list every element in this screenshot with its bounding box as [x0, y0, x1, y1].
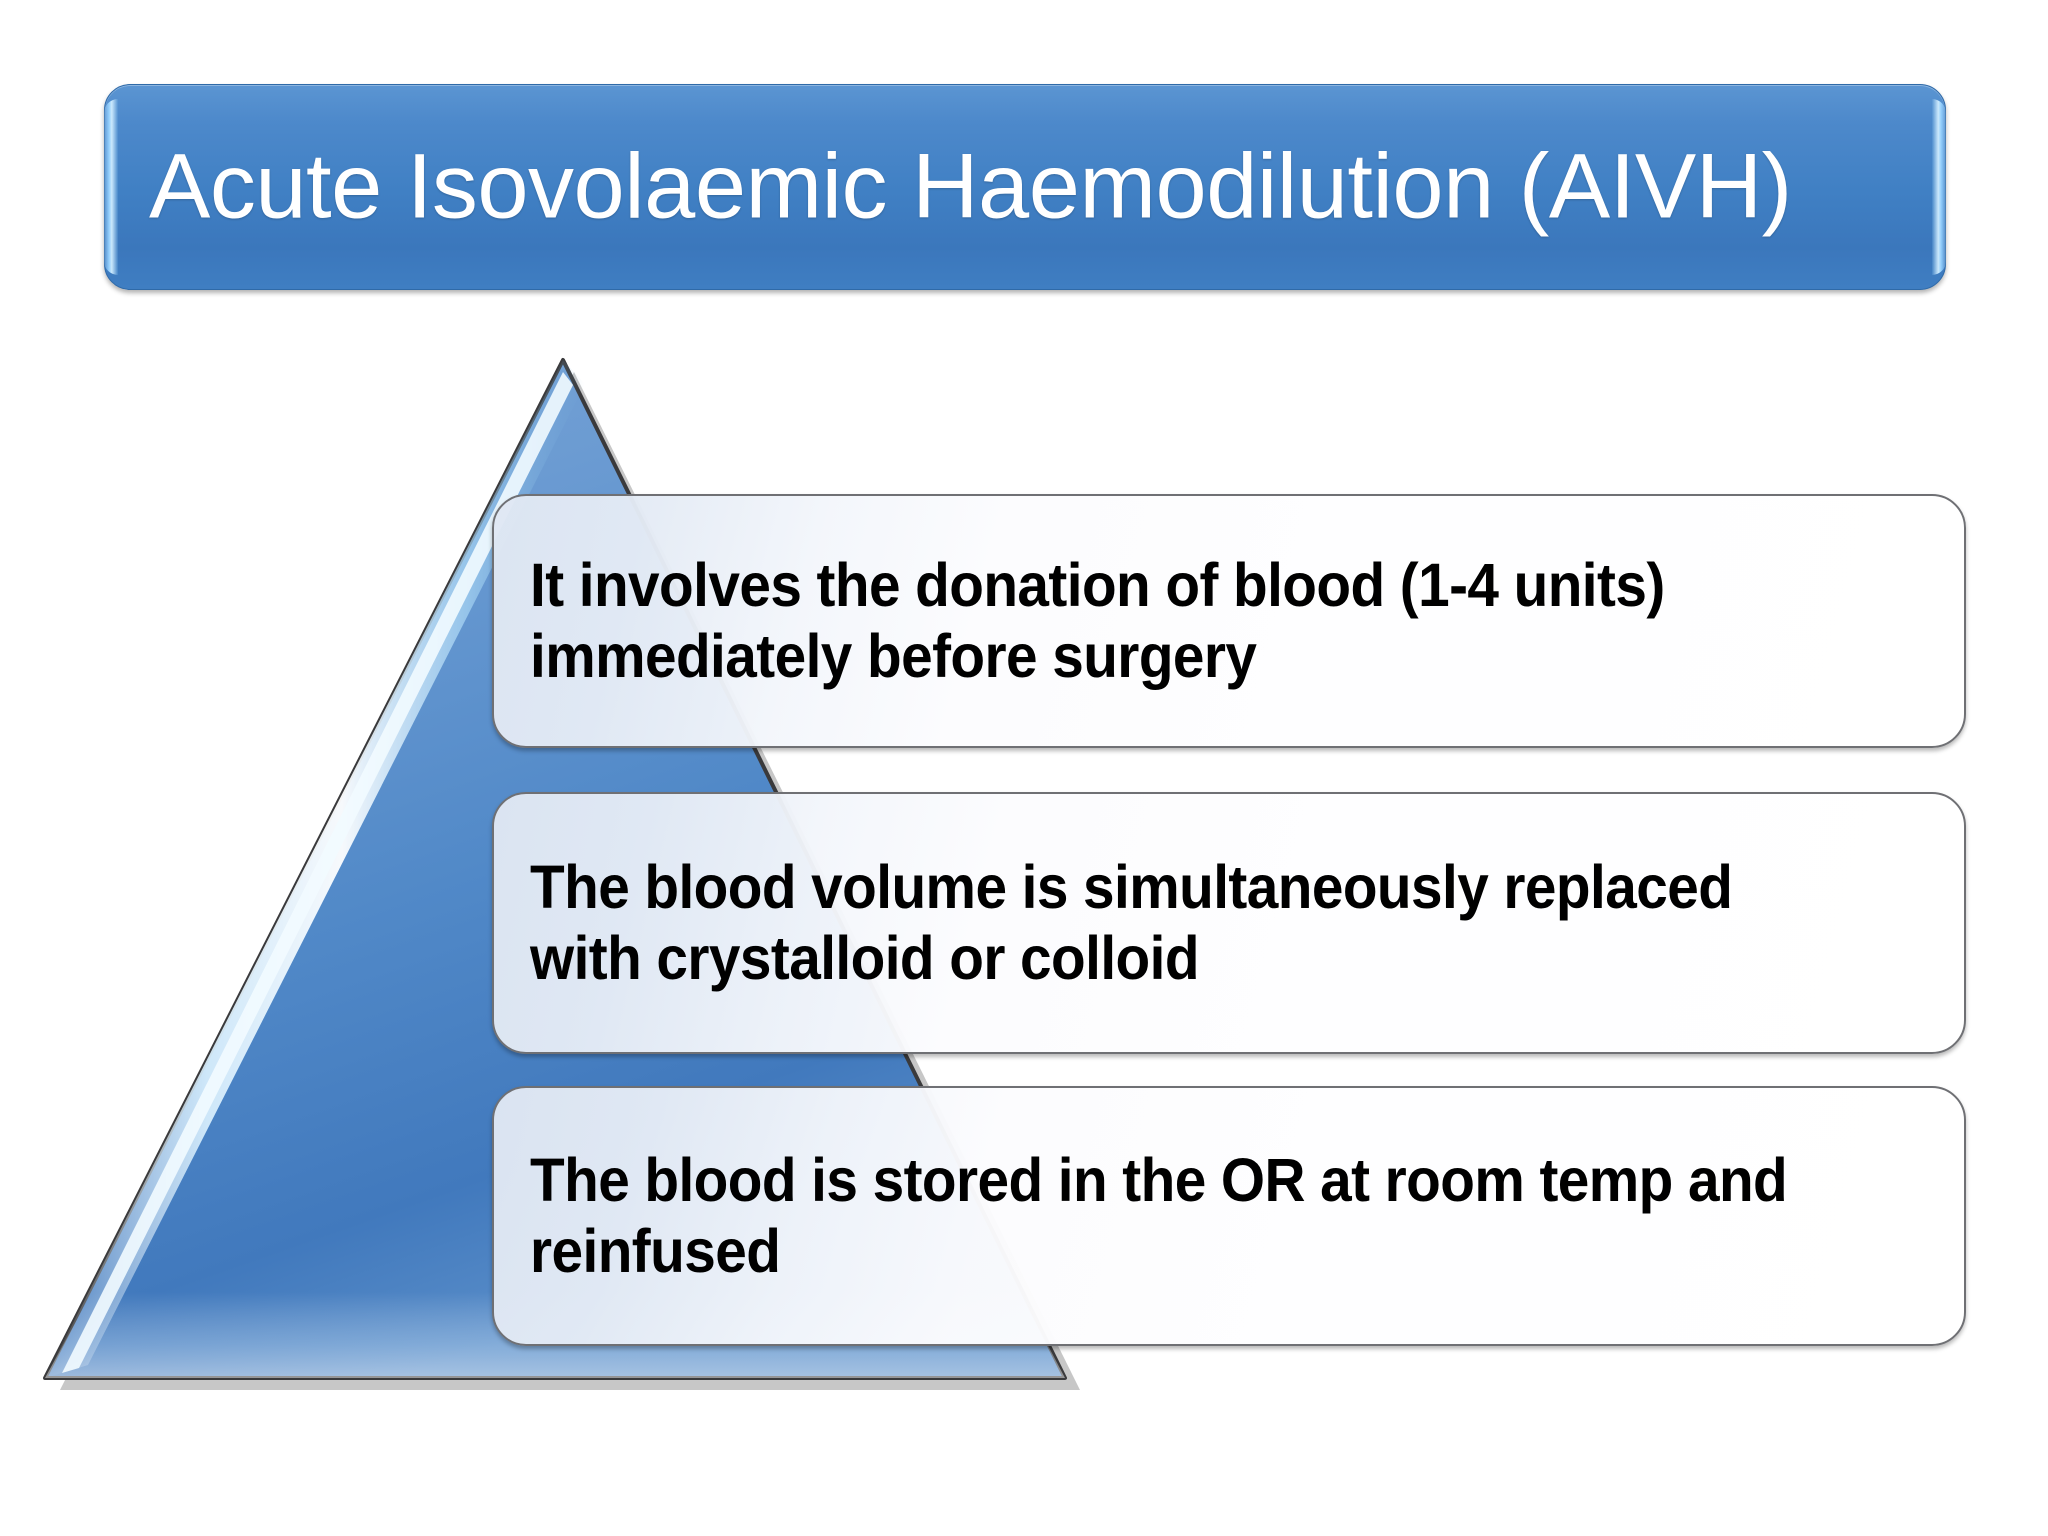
pyramid-callout-box-3: The blood is stored in the OR at room te… — [492, 1086, 1966, 1346]
pyramid-callout-text-1: It involves the donation of blood (1-4 u… — [530, 550, 1665, 690]
pyramid-callout-text-3: The blood is stored in the OR at room te… — [530, 1145, 1788, 1285]
slide-title-banner: Acute Isovolaemic Haemodilution (AIVH) — [104, 84, 1946, 290]
pyramid-callout-text-2: The blood volume is simultaneously repla… — [530, 852, 1733, 992]
page-title: Acute Isovolaemic Haemodilution (AIVH) — [149, 135, 1792, 238]
pyramid-callout-box-2: The blood volume is simultaneously repla… — [492, 792, 1966, 1054]
pyramid-callout-box-1: It involves the donation of blood (1-4 u… — [492, 494, 1966, 748]
